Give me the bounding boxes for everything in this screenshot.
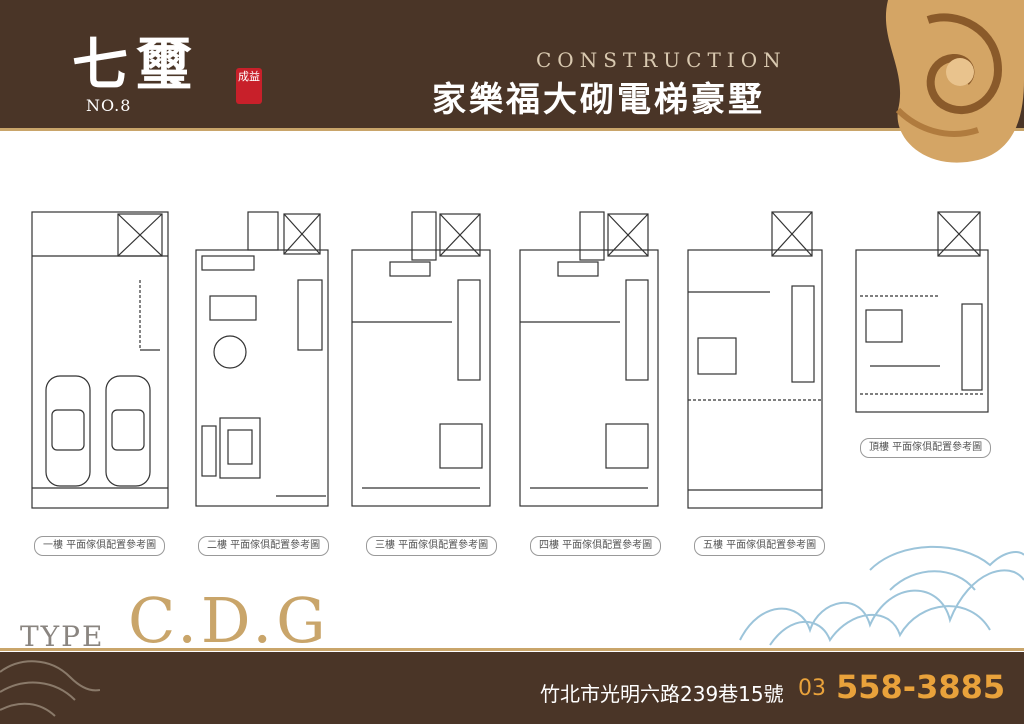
footer-wave-icon bbox=[0, 660, 100, 717]
address-text: 竹北市光明六路239巷15號 bbox=[540, 682, 784, 706]
phone-number: 558-3885 bbox=[836, 668, 1006, 706]
header-bar bbox=[0, 0, 1024, 128]
plan-label-4f: 四樓 平面傢俱配置參考圖 bbox=[530, 536, 662, 556]
plan-5f bbox=[687, 211, 823, 509]
floor-plans bbox=[31, 211, 989, 509]
brand-logo: 七璽 bbox=[72, 32, 200, 98]
plan-3f bbox=[351, 211, 491, 507]
footer-gold-line bbox=[0, 648, 1024, 651]
plan-1f bbox=[31, 211, 169, 509]
wave-decoration-icon bbox=[739, 545, 1024, 646]
header-gold-line bbox=[0, 128, 1024, 131]
type-code: C.D.G bbox=[128, 584, 330, 657]
plan-label-2f: 二樓 平面傢俱配置參考圖 bbox=[198, 536, 330, 556]
brand-seal: 成益 bbox=[236, 68, 262, 104]
construction-label: CONSTRUCTION bbox=[536, 48, 787, 72]
plan-label-1f: 一樓 平面傢俱配置參考圖 bbox=[34, 536, 166, 556]
brand-number: NO.8 bbox=[86, 96, 132, 115]
plan-2f bbox=[195, 211, 329, 507]
footer-bar bbox=[0, 652, 1024, 724]
plan-label-3f: 三樓 平面傢俱配置參考圖 bbox=[366, 536, 498, 556]
type-label: TYPE bbox=[20, 620, 105, 653]
plan-label-top: 頂樓 平面傢俱配置參考圖 bbox=[860, 438, 992, 458]
plan-4f bbox=[519, 211, 659, 507]
jade-ornament-icon bbox=[885, 0, 1024, 163]
page-title: 家樂福大砌電梯豪墅 bbox=[432, 80, 765, 120]
plan-label-5f: 五樓 平面傢俱配置參考圖 bbox=[694, 536, 826, 556]
phone-area-code: 03 bbox=[798, 676, 826, 701]
plan-top bbox=[855, 211, 989, 413]
